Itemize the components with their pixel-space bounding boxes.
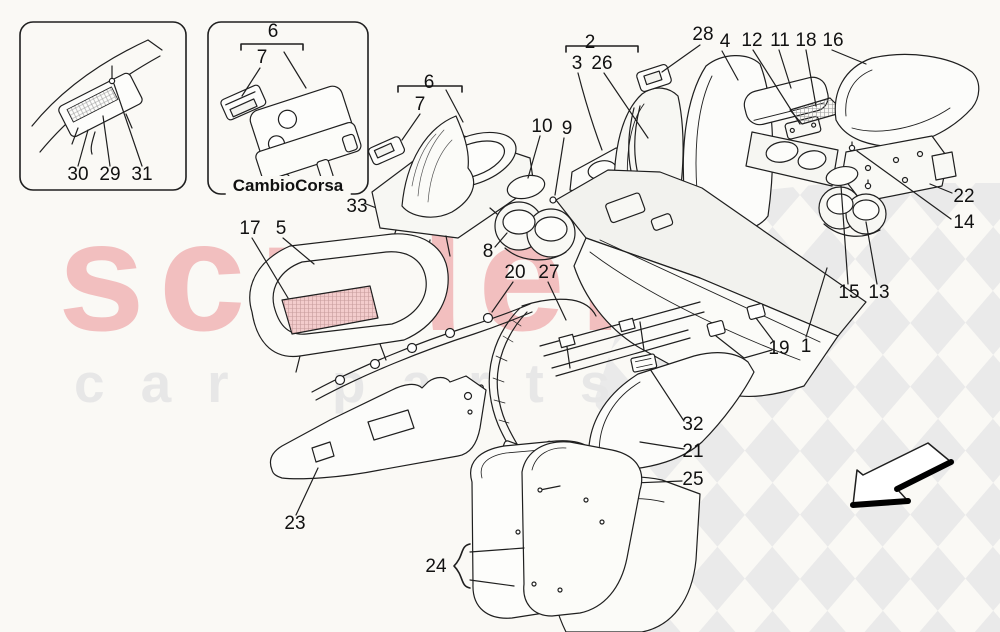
callout-6-cambiocorsa: 6 (267, 21, 279, 42)
callout-15: 15 (838, 282, 860, 303)
callout-30: 30 (67, 164, 89, 185)
callout-32: 32 (682, 414, 704, 435)
callout-11: 11 (770, 30, 790, 51)
callout-6-main: 6 (423, 72, 435, 93)
armrest-lid-cluster (743, 49, 980, 285)
callout-21: 21 (682, 441, 704, 462)
callout-29: 29 (99, 164, 121, 185)
callout-18: 18 (795, 30, 817, 51)
insulation-mats-24 (453, 440, 643, 619)
callout-5: 5 (275, 218, 287, 239)
callout-1: 1 (800, 336, 812, 357)
callout-9: 9 (561, 118, 573, 139)
callout-12: 12 (741, 30, 763, 51)
callout-25: 25 (682, 469, 704, 490)
direction-arrow-icon (850, 442, 954, 508)
callout-13: 13 (868, 282, 890, 303)
callout-28: 28 (692, 24, 714, 45)
callout-7-main: 7 (414, 94, 426, 115)
inset-box-console-overview (19, 21, 187, 191)
callout-33: 33 (346, 196, 368, 217)
callout-24: 24 (425, 556, 447, 577)
callout-8: 8 (482, 241, 494, 262)
callout-27: 27 (538, 262, 560, 283)
callout-22: 22 (953, 186, 975, 207)
callout-26: 26 (591, 53, 613, 74)
callout-20: 20 (504, 262, 526, 283)
callout-17: 17 (239, 218, 261, 239)
callout-2: 2 (584, 32, 596, 53)
console-surround-frame (249, 233, 449, 373)
part-8-cupholder (489, 201, 581, 261)
side-panel-21 (588, 352, 755, 471)
callout-10: 10 (531, 116, 553, 137)
callout-7-cambiocorsa: 7 (256, 47, 268, 68)
cambiocorsa-label: CambioCorsa (225, 176, 351, 196)
part-10-gasket (506, 135, 546, 200)
callout-31: 31 (131, 164, 153, 185)
mounting-rails-27 (539, 281, 705, 377)
callout-3: 3 (571, 53, 583, 74)
callout-4: 4 (719, 31, 731, 52)
callout-19: 19 (768, 338, 790, 359)
wiring-harness (466, 298, 597, 464)
inset-box-cambiocorsa (207, 21, 369, 195)
trim-strip-20 (311, 281, 533, 401)
side-panel-23 (269, 375, 487, 516)
part-9-screw (549, 137, 565, 204)
callout-14: 14 (953, 212, 975, 233)
callout-16: 16 (822, 30, 844, 51)
callout-23: 23 (284, 513, 306, 534)
